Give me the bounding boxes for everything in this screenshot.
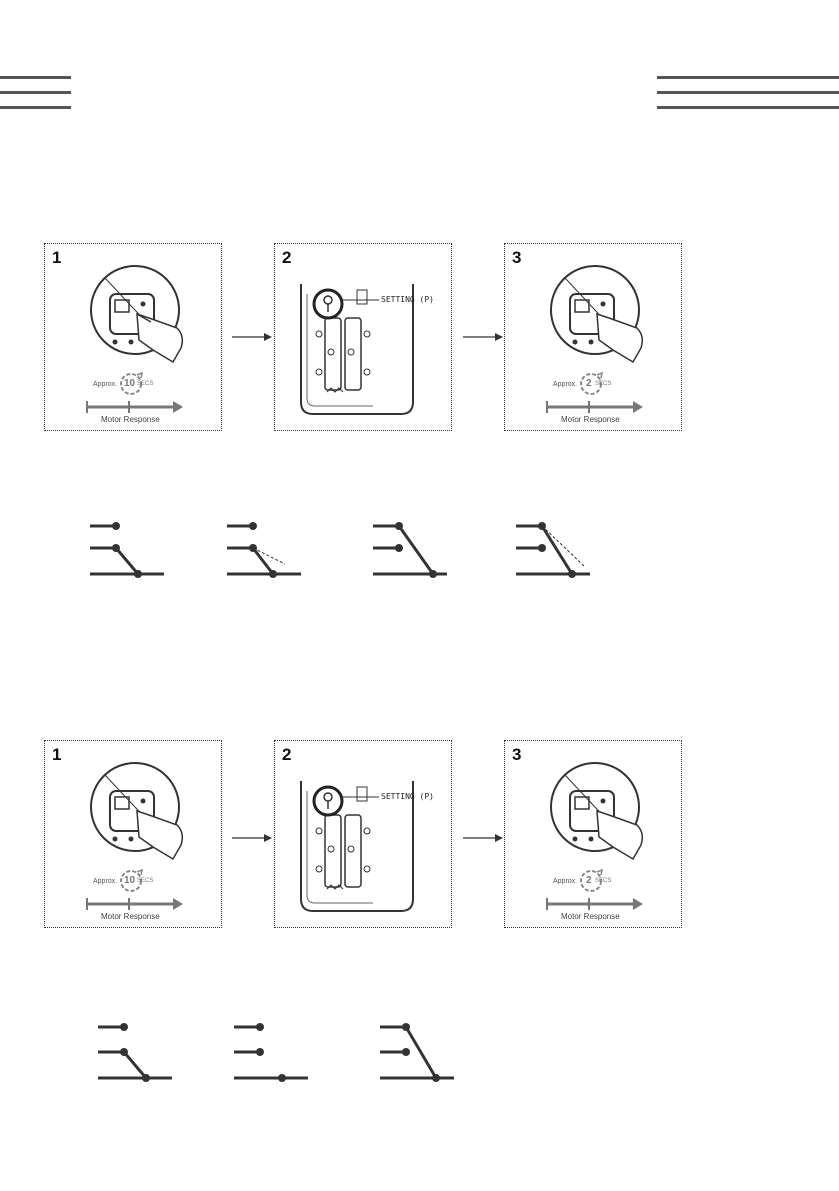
header-rule-right-3 bbox=[657, 106, 839, 109]
lever-diagram-6 bbox=[232, 1019, 322, 1089]
step-panel-1: 1 Approx. 10 SECS Motor Response bbox=[44, 243, 222, 431]
seconds-value: 10 bbox=[124, 875, 135, 886]
header-rule-left-2 bbox=[0, 91, 71, 94]
step-panel-1: 1 Approx. 10 SECS Motor Response bbox=[44, 740, 222, 928]
lock-press-illustration bbox=[505, 244, 683, 432]
secs-unit: SECS bbox=[137, 878, 153, 884]
header-rule-right-1 bbox=[657, 76, 839, 79]
lock-press-illustration bbox=[45, 244, 223, 432]
header-rule-left-3 bbox=[0, 106, 71, 109]
seconds-value: 10 bbox=[124, 378, 135, 389]
approx-label: Approx. bbox=[93, 878, 117, 885]
battery-compartment-illustration bbox=[275, 244, 453, 432]
battery-compartment-illustration bbox=[275, 741, 453, 929]
arrow-right-icon bbox=[232, 833, 272, 843]
step-panel-3: 3 Approx. 2 SECS Motor Response bbox=[504, 740, 682, 928]
arrow-right-icon bbox=[463, 833, 503, 843]
secs-unit: SECS bbox=[595, 381, 611, 387]
header-rule-left-1 bbox=[0, 76, 71, 79]
arrow-right-icon bbox=[463, 332, 503, 342]
step-panel-2: 2 SETTING (P) bbox=[274, 243, 452, 431]
setting-label: SETTING (P) bbox=[381, 295, 434, 304]
lever-diagram-1 bbox=[88, 514, 178, 584]
approx-label: Approx. bbox=[93, 381, 117, 388]
arrow-right-icon bbox=[232, 332, 272, 342]
motor-response-label: Motor Response bbox=[101, 912, 160, 921]
step-panel-3: 3 Approx. 2 SECS Motor Response bbox=[504, 243, 682, 431]
lock-press-illustration bbox=[45, 741, 223, 929]
lever-diagram-5 bbox=[96, 1019, 186, 1089]
step-panel-2: 2 SETTING (P) bbox=[274, 740, 452, 928]
motor-response-label: Motor Response bbox=[101, 415, 160, 424]
lever-diagram-2 bbox=[225, 514, 315, 584]
setting-label: SETTING (P) bbox=[381, 792, 434, 801]
approx-label: Approx. bbox=[553, 878, 577, 885]
motor-response-label: Motor Response bbox=[561, 912, 620, 921]
secs-unit: SECS bbox=[595, 878, 611, 884]
approx-label: Approx. bbox=[553, 381, 577, 388]
seconds-value: 2 bbox=[586, 875, 592, 886]
secs-unit: SECS bbox=[137, 381, 153, 387]
lever-diagram-7 bbox=[378, 1019, 468, 1089]
seconds-value: 2 bbox=[586, 378, 592, 389]
lever-diagram-3 bbox=[371, 514, 461, 584]
lever-diagram-4 bbox=[514, 514, 604, 584]
motor-response-label: Motor Response bbox=[561, 415, 620, 424]
lock-press-illustration bbox=[505, 741, 683, 929]
header-rule-right-2 bbox=[657, 91, 839, 94]
